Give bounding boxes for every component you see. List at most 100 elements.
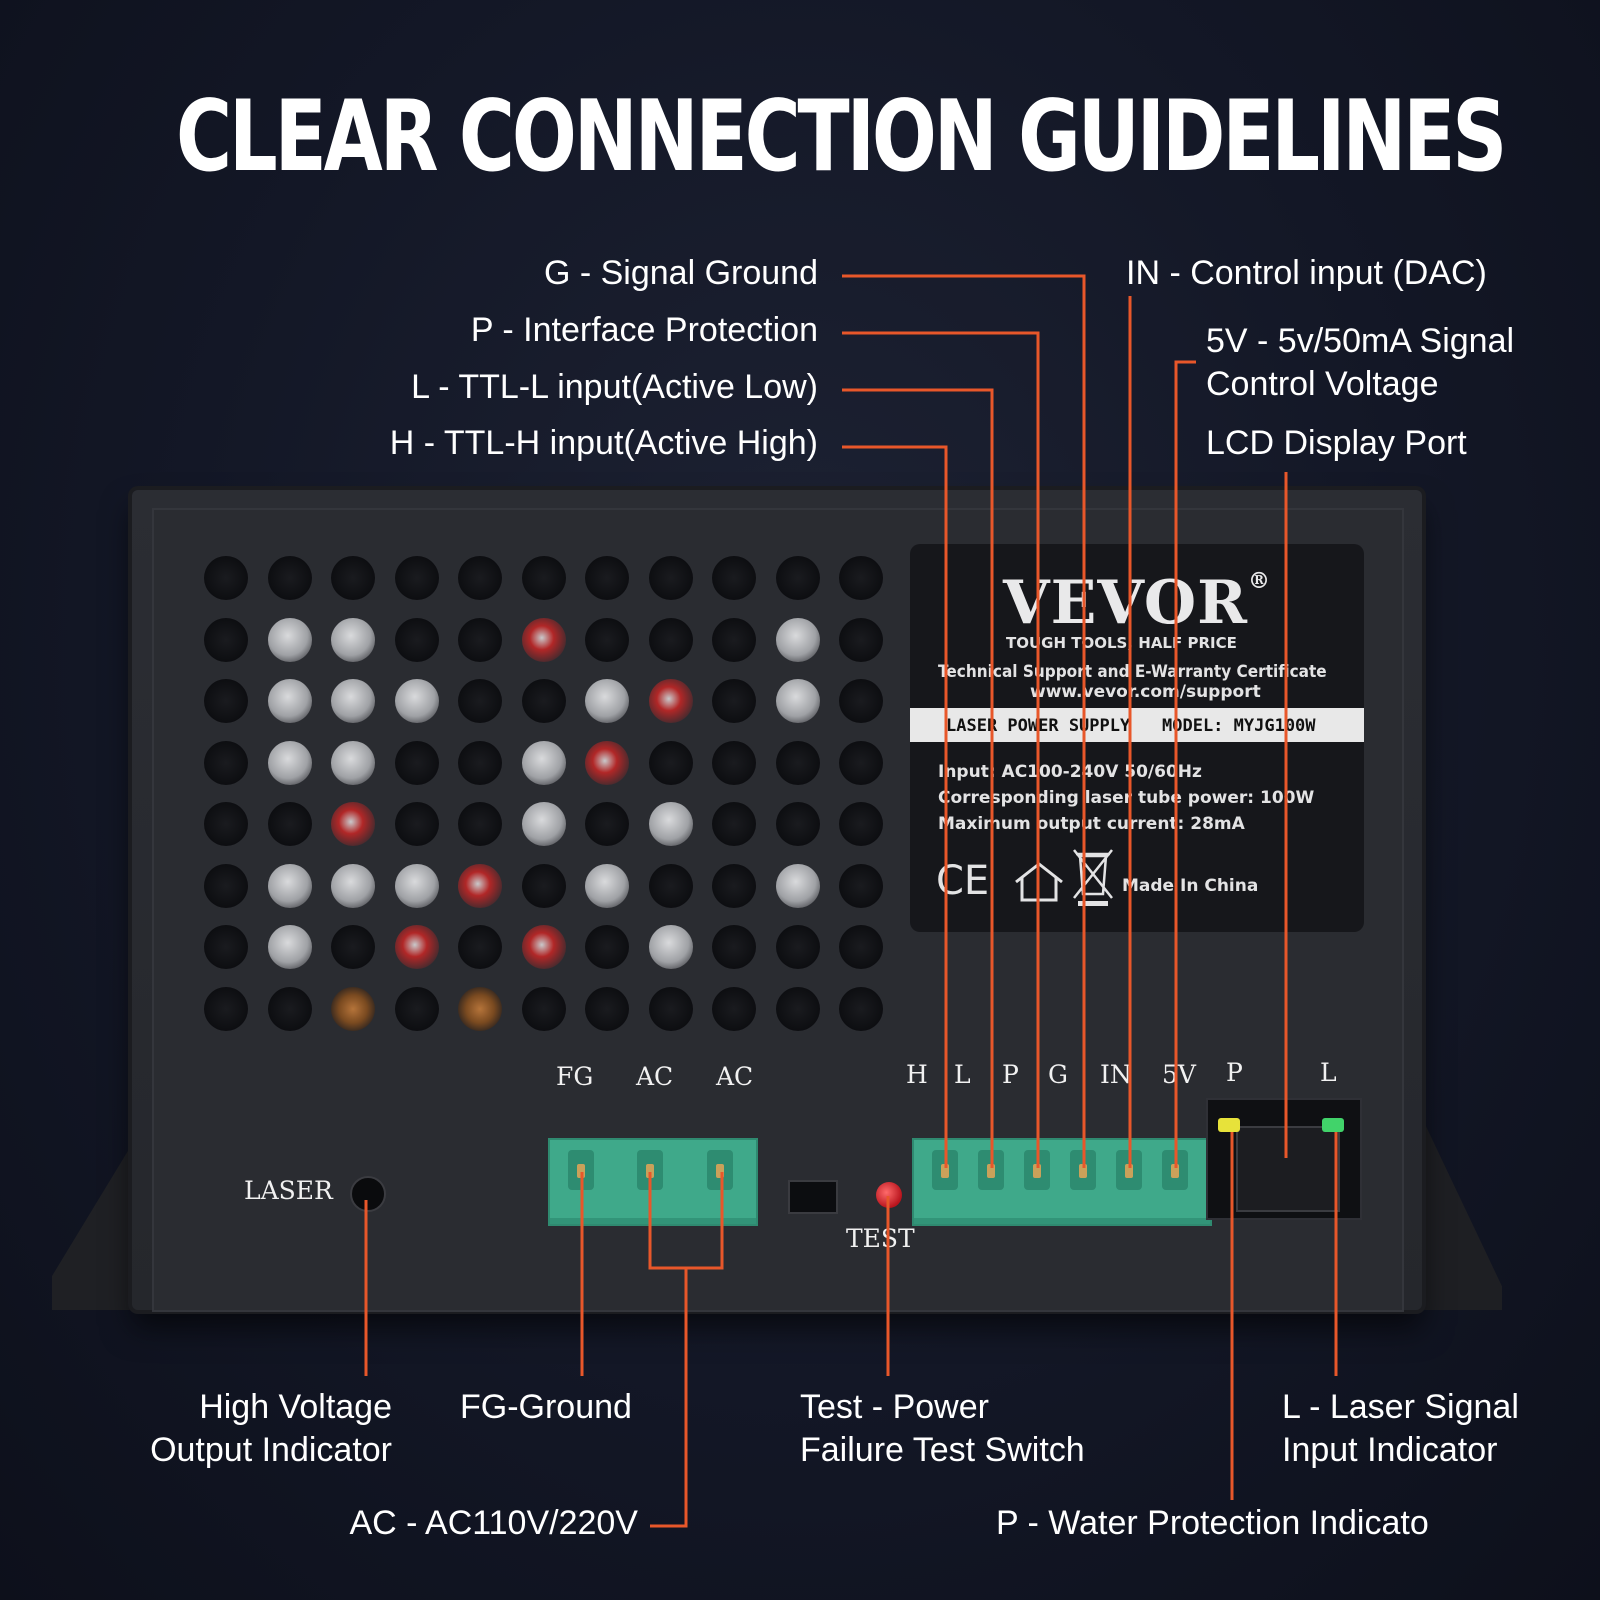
label-ttl-l: L - TTL-L input(Active Low) xyxy=(411,368,818,406)
vent-hole xyxy=(267,863,312,908)
vent-hole xyxy=(839,986,883,1031)
vent-hole xyxy=(712,617,756,662)
page-title: CLEAR CONNECTION GUIDELINES xyxy=(176,80,1507,194)
vent-hole xyxy=(648,679,693,723)
vent-hole xyxy=(204,925,248,969)
vent-hole xyxy=(204,740,248,785)
vent-hole xyxy=(585,863,629,908)
vent-hole xyxy=(267,556,312,600)
callout-line-5v xyxy=(1174,360,1196,1168)
vent-hole xyxy=(775,986,820,1031)
vent-hole xyxy=(458,556,502,600)
vent-hole xyxy=(712,740,756,785)
vent-hole xyxy=(839,863,883,908)
vent-hole xyxy=(648,556,693,600)
label-fg-ground: FG-Ground xyxy=(460,1388,632,1426)
vent-hole xyxy=(712,925,756,969)
vent-hole xyxy=(775,863,820,908)
vent-hole xyxy=(521,556,566,600)
vent-hole xyxy=(394,617,439,662)
vent-hole xyxy=(331,925,375,969)
vent-hole xyxy=(712,863,756,908)
label-test-line1: Test - Power xyxy=(800,1388,989,1426)
label-test-line2: Failure Test Switch xyxy=(800,1431,1085,1469)
led-label-p: P xyxy=(1226,1058,1243,1087)
vent-hole xyxy=(458,679,502,723)
vent-hole xyxy=(394,740,439,785)
vent-hole xyxy=(712,802,756,846)
label-water-protection: P - Water Protection Indicato xyxy=(996,1504,1429,1542)
vent-hole xyxy=(394,986,439,1031)
callout-line-p xyxy=(842,331,1040,1168)
laser-label: LASER xyxy=(244,1176,333,1205)
made-in: Made In China xyxy=(1122,876,1259,896)
vent-hole xyxy=(775,617,820,662)
vent-hole xyxy=(458,986,502,1031)
label-laser-signal-line2: Input Indicator xyxy=(1282,1431,1498,1469)
vent-hole xyxy=(585,617,629,662)
vent-hole xyxy=(712,986,756,1031)
vent-hole xyxy=(458,740,502,785)
vent-hole xyxy=(775,740,820,785)
vent-hole xyxy=(585,925,629,969)
vent-hole xyxy=(648,986,693,1031)
callout-line-h xyxy=(842,445,948,1168)
vent-hole xyxy=(331,740,375,785)
label-laser-signal-line1: L - Laser Signal xyxy=(1282,1388,1519,1426)
callout-line-l xyxy=(842,388,994,1168)
high-voltage-indicator xyxy=(350,1176,386,1212)
label-ac: AC - AC110V/220V xyxy=(349,1504,638,1542)
label-hv-line1: High Voltage xyxy=(199,1388,392,1426)
vent-hole xyxy=(394,556,439,600)
led-label-l: L xyxy=(1320,1058,1337,1087)
pin-label-h: H xyxy=(906,1060,928,1089)
label-5v-line2: Control Voltage xyxy=(1206,365,1439,403)
vent-hole xyxy=(204,986,248,1031)
vent-hole xyxy=(331,986,375,1031)
pin-label-ac-1: AC xyxy=(636,1062,674,1091)
pin-label-fg: FG xyxy=(556,1062,594,1091)
laser-signal-led xyxy=(1322,1118,1344,1132)
pin-label-g: G xyxy=(1048,1060,1068,1089)
vent-hole xyxy=(775,802,820,846)
vent-hole xyxy=(394,679,439,723)
vent-hole xyxy=(394,802,439,846)
spec-max-current: Maximum output current: 28mA xyxy=(938,814,1245,834)
vent-hole xyxy=(394,863,439,908)
vent-hole xyxy=(521,863,566,908)
vent-hole xyxy=(585,802,629,846)
vent-hole xyxy=(331,863,375,908)
vent-hole xyxy=(458,863,502,908)
pin-label-5v: 5V xyxy=(1162,1060,1196,1089)
test-label: TEST xyxy=(846,1224,915,1253)
vent-hole xyxy=(521,986,566,1031)
label-control-input: IN - Control input (DAC) xyxy=(1126,254,1487,292)
vent-hole xyxy=(839,617,883,662)
power-terminal-ac-2[interactable] xyxy=(707,1150,733,1190)
vent-hole xyxy=(458,925,502,969)
lcd-port-socket[interactable] xyxy=(1236,1126,1340,1212)
vent-hole xyxy=(267,740,312,785)
callout-line-ac xyxy=(648,1172,724,1528)
vent-hole xyxy=(331,617,375,662)
vent-hole xyxy=(331,802,375,846)
weee-bin-icon xyxy=(1070,846,1116,913)
dip-switch[interactable] xyxy=(788,1180,838,1214)
brand-logo: VEVOR® xyxy=(1003,568,1271,638)
vent-hole xyxy=(267,679,312,723)
vent-hole xyxy=(648,863,693,908)
vent-hole xyxy=(521,679,566,723)
vent-hole xyxy=(585,556,629,600)
vent-hole xyxy=(267,802,312,846)
vent-hole xyxy=(267,925,312,969)
spec-input: Input: AC100-240V 50/60Hz xyxy=(938,762,1202,782)
vent-hole xyxy=(585,986,629,1031)
support-url: www.vevor.com/support xyxy=(1030,682,1261,702)
label-interface-protection: P - Interface Protection xyxy=(470,311,818,349)
pin-label-in: IN xyxy=(1100,1060,1132,1089)
vent-hole xyxy=(839,556,883,600)
vent-hole xyxy=(648,617,693,662)
brand-slogan: TOUGH TOOLS, HALF PRICE xyxy=(1006,634,1237,652)
vent-hole xyxy=(521,802,566,846)
support-line: Technical Support and E-Warranty Certifi… xyxy=(938,662,1327,682)
